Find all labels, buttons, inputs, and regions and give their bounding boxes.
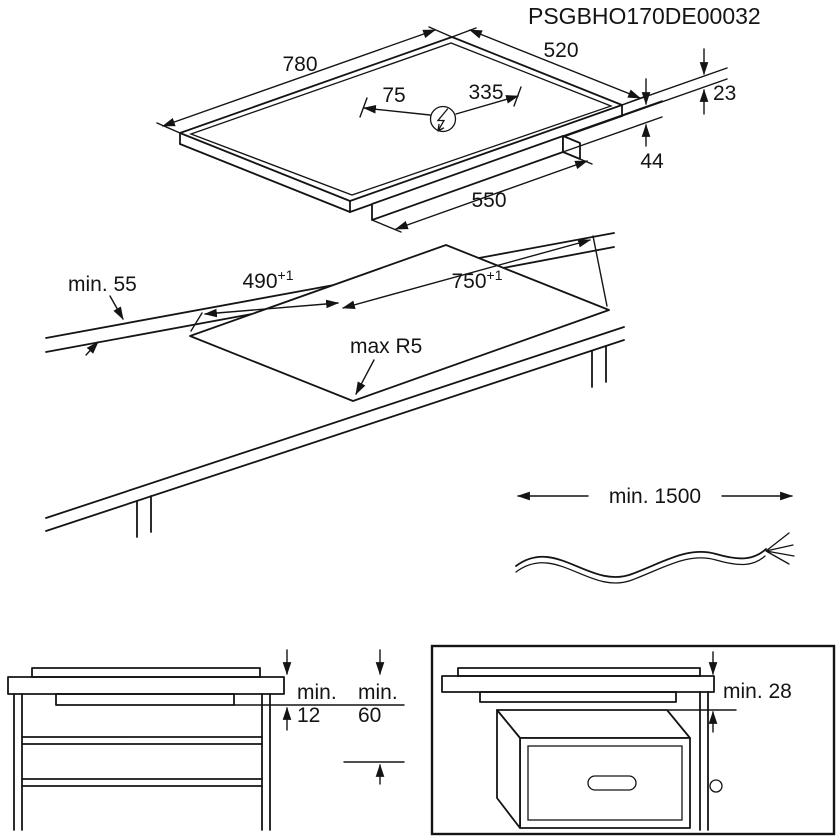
dim-floor-clearance-value: 60 <box>358 704 381 727</box>
dim-edge-distance: min. 55 <box>68 273 137 296</box>
dim-corner-radius: max R5 <box>350 335 422 358</box>
electrical-connection-icon <box>429 105 457 133</box>
hob-box-section <box>55 693 235 706</box>
built-in-oven <box>496 709 691 829</box>
dim-recess-length: 550 <box>471 189 506 212</box>
hob-box-section <box>479 691 677 703</box>
worktop-cutout-view: min. 55 490+1 750+1 max R5 <box>45 232 625 538</box>
dim-floor-clearance-prefix: min. <box>358 681 398 704</box>
side-view-oven-clearance: min. 28 <box>430 644 836 836</box>
dim-connection-right: 335 <box>468 81 503 104</box>
dim-hob-length: 780 <box>282 53 317 76</box>
dim-hob-width: 520 <box>543 39 578 62</box>
dim-drawer-clearance-value: 12 <box>297 704 320 727</box>
dim-recess-depth: 44 <box>640 150 664 173</box>
hob-top-section <box>31 667 261 678</box>
mains-cable <box>515 548 767 578</box>
cable-length-view: min. 1500 <box>515 485 795 584</box>
figure-frame <box>430 644 836 836</box>
worktop-section <box>441 675 715 693</box>
dim-cutout-depth: 490+1 <box>242 267 293 293</box>
cutout-hole <box>189 244 610 402</box>
hob-isometric-view: 780 520 75 335 23 44 550 <box>156 26 736 233</box>
dim-drawer-clearance-prefix: min. <box>297 681 337 704</box>
cabinet-knob <box>709 779 723 793</box>
dim-hob-thickness: 23 <box>713 82 736 105</box>
dim-oven-clearance: min. 28 <box>723 680 792 703</box>
side-view-drawer-clearance: min. 12 min. 60 <box>7 649 405 831</box>
dim-connection-left: 75 <box>382 84 405 107</box>
oven-handle <box>587 775 637 791</box>
dim-cable-length: min. 1500 <box>609 485 701 508</box>
dim-cutout-length: 750+1 <box>451 267 502 293</box>
hob-top-section <box>457 667 701 677</box>
cable-wire-ends <box>765 532 795 565</box>
document-code: PSGBHO170DE00032 <box>528 3 761 29</box>
worktop-section <box>7 676 285 695</box>
